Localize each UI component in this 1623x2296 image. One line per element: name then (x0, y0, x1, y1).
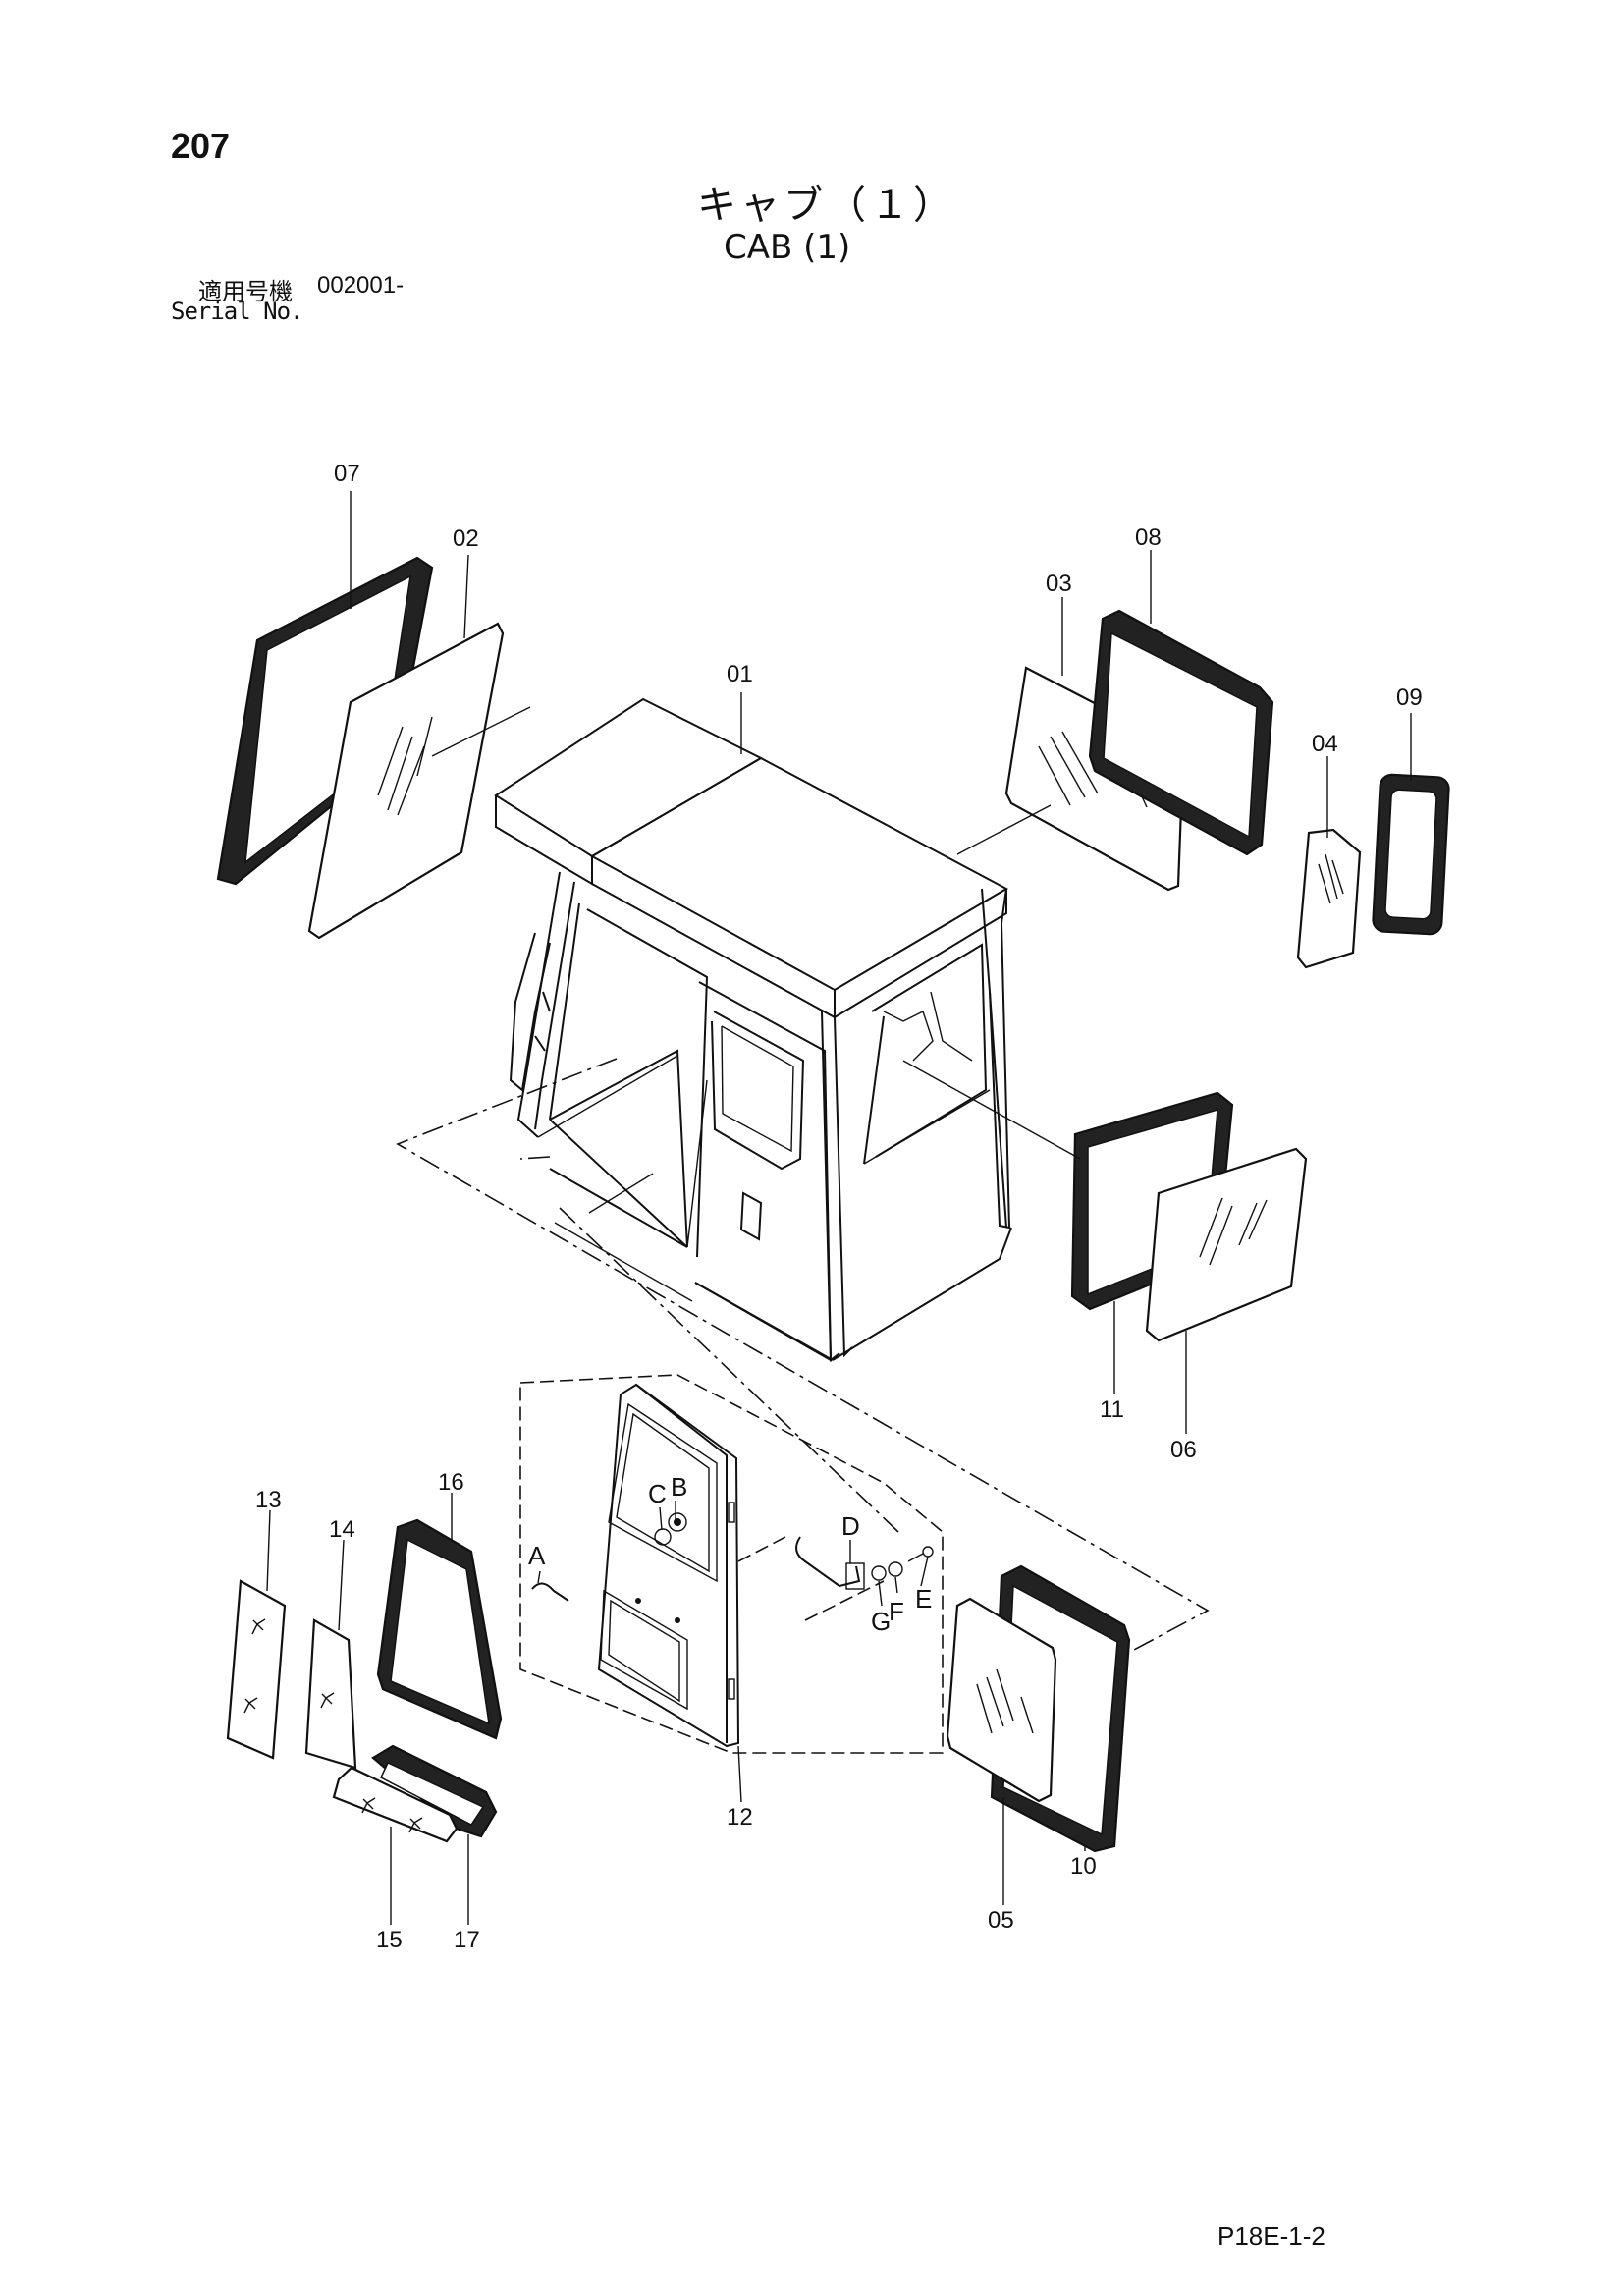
callout-06: 06 (1170, 1437, 1197, 1463)
page-code: P18E-1-2 (1217, 2221, 1325, 2251)
part-12-door-assembly (519, 1374, 944, 1754)
part-06-glass (1145, 1147, 1308, 1342)
callout-16: 16 (438, 1469, 464, 1496)
part-05-glass (946, 1597, 1057, 1803)
part-04-glass (1296, 828, 1362, 969)
letter-e: E (915, 1584, 932, 1613)
callout-14: 14 (329, 1516, 355, 1543)
cab-frame (494, 697, 1012, 1363)
callout-10: 10 (1070, 1853, 1097, 1880)
callout-15: 15 (376, 1927, 403, 1953)
callout-13: 13 (255, 1487, 282, 1513)
callout-02: 02 (453, 525, 479, 552)
part-14-glass (304, 1618, 357, 1770)
part-09-weatherstrip (1372, 773, 1450, 936)
serial-number-value: 002001- (317, 272, 405, 299)
part-02-glass (307, 622, 505, 940)
callout-labels: 07 02 01 03 08 04 09 11 06 12 13 14 16 1… (255, 461, 1423, 1953)
serial-label-japanese: 適用号機 (198, 279, 293, 305)
letter-f: F (889, 1597, 904, 1626)
leader-lines (266, 491, 1412, 1925)
serial-label-english: Serial No. (171, 298, 303, 325)
letter-a: A (528, 1541, 546, 1570)
callout-12: 12 (727, 1804, 753, 1831)
part-13-glass (226, 1579, 287, 1760)
callout-17: 17 (454, 1927, 480, 1953)
callout-07: 07 (334, 461, 360, 487)
part-08-weatherstrip (1088, 609, 1274, 856)
subpart-letters: A B C D E F G (528, 1472, 932, 1636)
page-title-english: CAB (1) (724, 228, 851, 267)
page-number: 207 (171, 126, 231, 166)
part-16-weatherstrip (376, 1518, 503, 1740)
callout-04: 04 (1312, 731, 1338, 757)
callout-03: 03 (1046, 571, 1072, 597)
part-15-glass (332, 1766, 459, 1843)
callout-08: 08 (1135, 524, 1162, 551)
callout-05: 05 (988, 1907, 1014, 1934)
letter-c: C (648, 1479, 667, 1508)
callout-01: 01 (727, 661, 753, 687)
page-title-japanese: キャブ（１） (697, 184, 956, 227)
letter-g: G (871, 1607, 891, 1636)
assembly-guide-lines (396, 1058, 1210, 1651)
callout-09: 09 (1396, 684, 1423, 711)
letter-d: D (841, 1511, 860, 1541)
letter-b: B (671, 1472, 687, 1502)
callout-11: 11 (1100, 1396, 1124, 1423)
